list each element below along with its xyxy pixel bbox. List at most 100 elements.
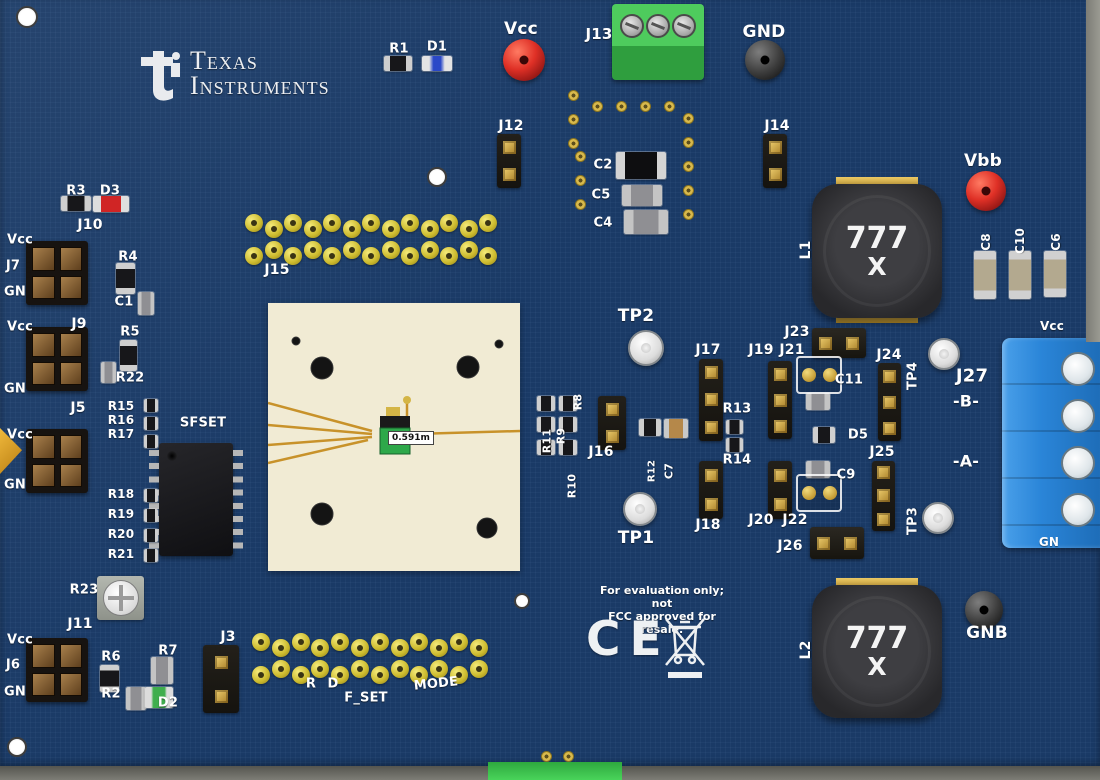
- silk-label-j10: J10: [77, 217, 103, 233]
- header-pin: [704, 498, 718, 511]
- silk-label-j27: J27: [955, 365, 989, 387]
- header-pin-yellow: [271, 660, 290, 678]
- header-pin-yellow: [311, 639, 330, 657]
- silk-label-mode: MODE: [413, 674, 459, 694]
- silk-label-r21: R21: [107, 547, 135, 561]
- silk-label-j9: J9: [71, 316, 87, 332]
- power-pin: [59, 672, 82, 696]
- header-pin: [704, 420, 718, 434]
- pin-header: [768, 461, 792, 519]
- header-pin-yellow: [362, 247, 380, 265]
- via: [616, 101, 627, 112]
- via: [592, 101, 603, 112]
- jumper-pad: [801, 486, 816, 500]
- ti-logo: Texas Instruments: [136, 48, 330, 102]
- via: [575, 175, 586, 186]
- inductor-coil-ring: [823, 596, 931, 707]
- pin-header: [768, 361, 792, 439]
- jumper-shunt: [812, 328, 866, 358]
- power-pin: [32, 435, 55, 459]
- testpoint-red: [503, 39, 545, 81]
- silk-label--b-: -B-: [952, 391, 980, 411]
- silk-label-r1: R1: [389, 41, 409, 57]
- jumper-pad: [801, 368, 816, 382]
- component-res: [144, 435, 158, 448]
- inductor-marking: 777 X: [812, 184, 942, 318]
- silk-label-c10: C10: [1013, 227, 1027, 255]
- power-pin-header: [26, 429, 88, 493]
- silk-label-j3: J3: [220, 629, 236, 645]
- header-pin: [877, 466, 890, 480]
- via: [568, 138, 579, 149]
- silk-label-r7: R7: [158, 643, 178, 659]
- header-pin-yellow: [459, 220, 478, 238]
- header-pin-yellow: [331, 633, 350, 651]
- terminal-hole: [1061, 446, 1095, 480]
- header-pin-yellow: [479, 214, 497, 232]
- component-capv: [974, 251, 996, 299]
- component-capv: [1044, 251, 1066, 297]
- header-pin: [502, 141, 516, 154]
- silk-label-j19: J19: [748, 342, 774, 358]
- via: [568, 90, 579, 101]
- silk-label-j21: J21: [779, 342, 805, 358]
- header-pin-yellow: [450, 666, 468, 684]
- power-pin: [59, 361, 82, 385]
- header-pin-yellow: [370, 666, 389, 684]
- component-cap: [126, 687, 146, 710]
- power-pin-header: [26, 638, 88, 702]
- header-pin: [704, 393, 718, 407]
- header-pin-yellow: [291, 633, 310, 651]
- component-res: [537, 396, 555, 411]
- eval-line1: For evaluation only; not: [600, 584, 724, 610]
- inductor-coil-ring: [823, 195, 931, 307]
- pin-header: [699, 461, 723, 519]
- header-pin-yellow: [342, 220, 361, 238]
- header-pin-yellow: [311, 660, 330, 678]
- power-pin: [32, 463, 55, 487]
- silk-label-r14: R14: [722, 452, 752, 468]
- pin-header: [872, 461, 895, 531]
- power-pin: [32, 275, 55, 299]
- component-cap: [101, 362, 116, 383]
- terminal-hole: [1061, 399, 1095, 433]
- silk-label-r20: R20: [107, 527, 135, 541]
- component-res: [144, 509, 158, 522]
- jumper-pads: [796, 356, 842, 394]
- silk-label-vcc: Vcc: [6, 427, 34, 443]
- header-pin: [214, 689, 228, 703]
- header-pin: [773, 419, 787, 433]
- power-pin: [59, 333, 82, 357]
- silk-label-r3: R3: [66, 183, 86, 199]
- silk-label-d3: D3: [99, 183, 121, 199]
- potentiometer-knob: [102, 580, 139, 616]
- silk-label-r6: R6: [101, 649, 121, 665]
- component-res: [726, 420, 743, 434]
- silk-label-sfset: SFSET: [179, 415, 227, 431]
- silk-label-j26: J26: [777, 538, 803, 554]
- silk-label-d: D: [327, 676, 339, 692]
- power-pin-header: [26, 241, 88, 305]
- silk-label-r: R: [305, 676, 317, 692]
- via: [541, 751, 552, 762]
- component-resv: [120, 340, 137, 371]
- component-tan: [664, 419, 688, 438]
- silk-label-c7: C7: [662, 462, 676, 480]
- power-pin: [32, 333, 55, 357]
- component-resv: [116, 263, 135, 294]
- component-bigcap: [616, 152, 666, 179]
- header-pin-yellow: [303, 241, 322, 259]
- silk-label-r19: R19: [107, 507, 135, 521]
- header-pin: [605, 430, 619, 443]
- header-pin-yellow: [410, 633, 429, 651]
- header-pin: [883, 421, 896, 435]
- header-pin: [704, 366, 718, 380]
- silk-label-c6: C6: [1049, 233, 1063, 251]
- silk-label-r17: R17: [107, 427, 135, 441]
- inductor-marking-x: X: [867, 652, 887, 681]
- silk-label-gn: GN: [4, 284, 26, 300]
- testpoint-silver: [922, 502, 954, 534]
- header-pin: [214, 655, 228, 669]
- jumper-pin: [817, 536, 830, 550]
